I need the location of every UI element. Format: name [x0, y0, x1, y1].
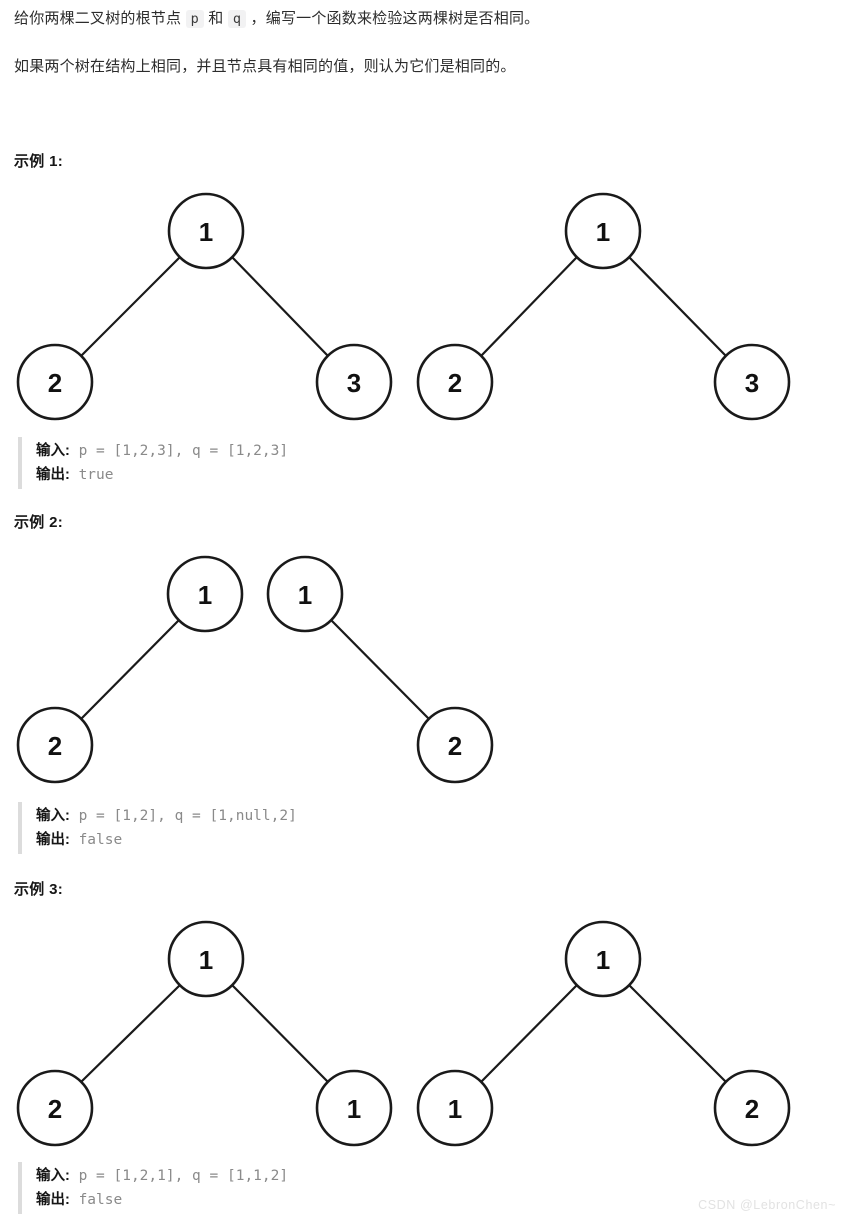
tree-edge [628, 256, 727, 357]
tree-node-root [564, 192, 642, 270]
output-label: 输出: [36, 467, 70, 483]
tree-node-right [315, 343, 393, 421]
tree-node-label: 1 [596, 217, 610, 247]
tree-edge [80, 619, 180, 720]
tree-node-label: 1 [199, 217, 213, 247]
tree-node-label: 2 [48, 1094, 62, 1124]
output-label: 输出: [36, 1192, 70, 1208]
tree-node-label: 1 [199, 945, 213, 975]
desc-text-suffix: ，编写一个函数来检验这两棵树是否相同。 [246, 10, 540, 27]
tree-node-left [16, 1069, 94, 1147]
tree-node-label: 1 [198, 580, 212, 610]
example-2-output-line: 输出: false [36, 828, 297, 852]
example-3-output-value: false [69, 1192, 123, 1208]
example-1-io-block: 输入: p = [1,2,3], q = [1,2,3] 输出: true [18, 437, 288, 489]
example-3-input-value: p = [1,2,1], q = [1,1,2] [69, 1168, 289, 1184]
desc-text-mid: 和 [203, 10, 228, 27]
inline-code-p: p [185, 10, 204, 28]
tree-edge [231, 984, 329, 1083]
input-label: 输入: [36, 1168, 70, 1184]
example-3-input-line: 输入: p = [1,2,1], q = [1,1,2] [36, 1164, 288, 1188]
example-3-tree-diagram: 1 2 1 1 1 2 [16, 920, 791, 1147]
example-1-tree-diagram: 1 2 3 1 2 3 [16, 192, 791, 421]
tree-node-label: 3 [745, 368, 759, 398]
tree-node-right [315, 1069, 393, 1147]
tree-node-left [416, 1069, 494, 1147]
tree-node-label: 1 [347, 1094, 361, 1124]
example-1-input-value: p = [1,2,3], q = [1,2,3] [69, 443, 289, 459]
input-label: 输入: [36, 443, 70, 459]
tree-edge [628, 984, 727, 1083]
tree-node-label: 2 [48, 731, 62, 761]
tree-node-left [16, 706, 94, 784]
tree-node-left [16, 343, 94, 421]
inline-code-q: q [227, 10, 247, 28]
example-3-output-line: 输出: false [36, 1188, 288, 1212]
tree-node-root [266, 555, 344, 633]
example-1-tree-p: 1 2 3 [16, 192, 393, 421]
tree-node-root [166, 555, 244, 633]
input-label: 输入: [36, 808, 70, 824]
tree-node-root [564, 920, 642, 998]
example-1-output-value: true [69, 467, 114, 483]
tree-node-label: 1 [596, 945, 610, 975]
example-1-tree-q: 1 2 3 [416, 192, 791, 421]
tree-node-label: 1 [298, 580, 312, 610]
tree-edge [330, 619, 430, 720]
description-paragraph-2: 如果两个树在结构上相同，并且节点具有相同的值，则认为它们是相同的。 [14, 58, 516, 75]
tree-edge [231, 256, 329, 357]
tree-node-label: 2 [448, 368, 462, 398]
desc-text-prefix: 给你两棵二叉树的根节点 [14, 10, 186, 27]
example-2-heading: 示例 2: [14, 514, 64, 531]
csdn-watermark: CSDN @LebronChen~ [698, 1198, 836, 1212]
tree-node-label: 2 [745, 1094, 759, 1124]
example-3-tree-q: 1 1 2 [416, 920, 791, 1147]
tree-node-root [167, 192, 245, 270]
example-1-output-line: 输出: true [36, 463, 288, 487]
tree-node-label: 2 [48, 368, 62, 398]
tree-node-right [713, 1069, 791, 1147]
description-paragraph-1: 给你两棵二叉树的根节点 p 和 q ，编写一个函数来检验这两棵树是否相同。 [14, 8, 539, 30]
output-label: 输出: [36, 832, 70, 848]
example-2-input-line: 输入: p = [1,2], q = [1,null,2] [36, 804, 297, 828]
example-3-io-block: 输入: p = [1,2,1], q = [1,1,2] 输出: false [18, 1162, 288, 1214]
tree-node-right [416, 706, 494, 784]
tree-node-label: 3 [347, 368, 361, 398]
tree-node-label: 2 [448, 731, 462, 761]
example-2-tree-q: 12 [266, 555, 494, 784]
tree-edge [480, 984, 578, 1083]
tree-edge [80, 984, 181, 1083]
example-2-input-value: p = [1,2], q = [1,null,2] [69, 808, 297, 824]
tree-edge [480, 256, 578, 357]
example-2-tree-p: 12 [16, 555, 244, 784]
example-1-input-line: 输入: p = [1,2,3], q = [1,2,3] [36, 439, 288, 463]
tree-edge [80, 256, 181, 357]
tree-node-left [416, 343, 494, 421]
tree-node-root [167, 920, 245, 998]
example-1-heading: 示例 1: [14, 153, 64, 170]
example-2-io-block: 输入: p = [1,2], q = [1,null,2] 输出: false [18, 802, 297, 854]
tree-node-right [713, 343, 791, 421]
example-3-heading: 示例 3: [14, 881, 64, 898]
example-3-tree-p: 1 2 1 [16, 920, 393, 1147]
example-2-output-value: false [69, 832, 123, 848]
tree-node-label: 1 [448, 1094, 462, 1124]
